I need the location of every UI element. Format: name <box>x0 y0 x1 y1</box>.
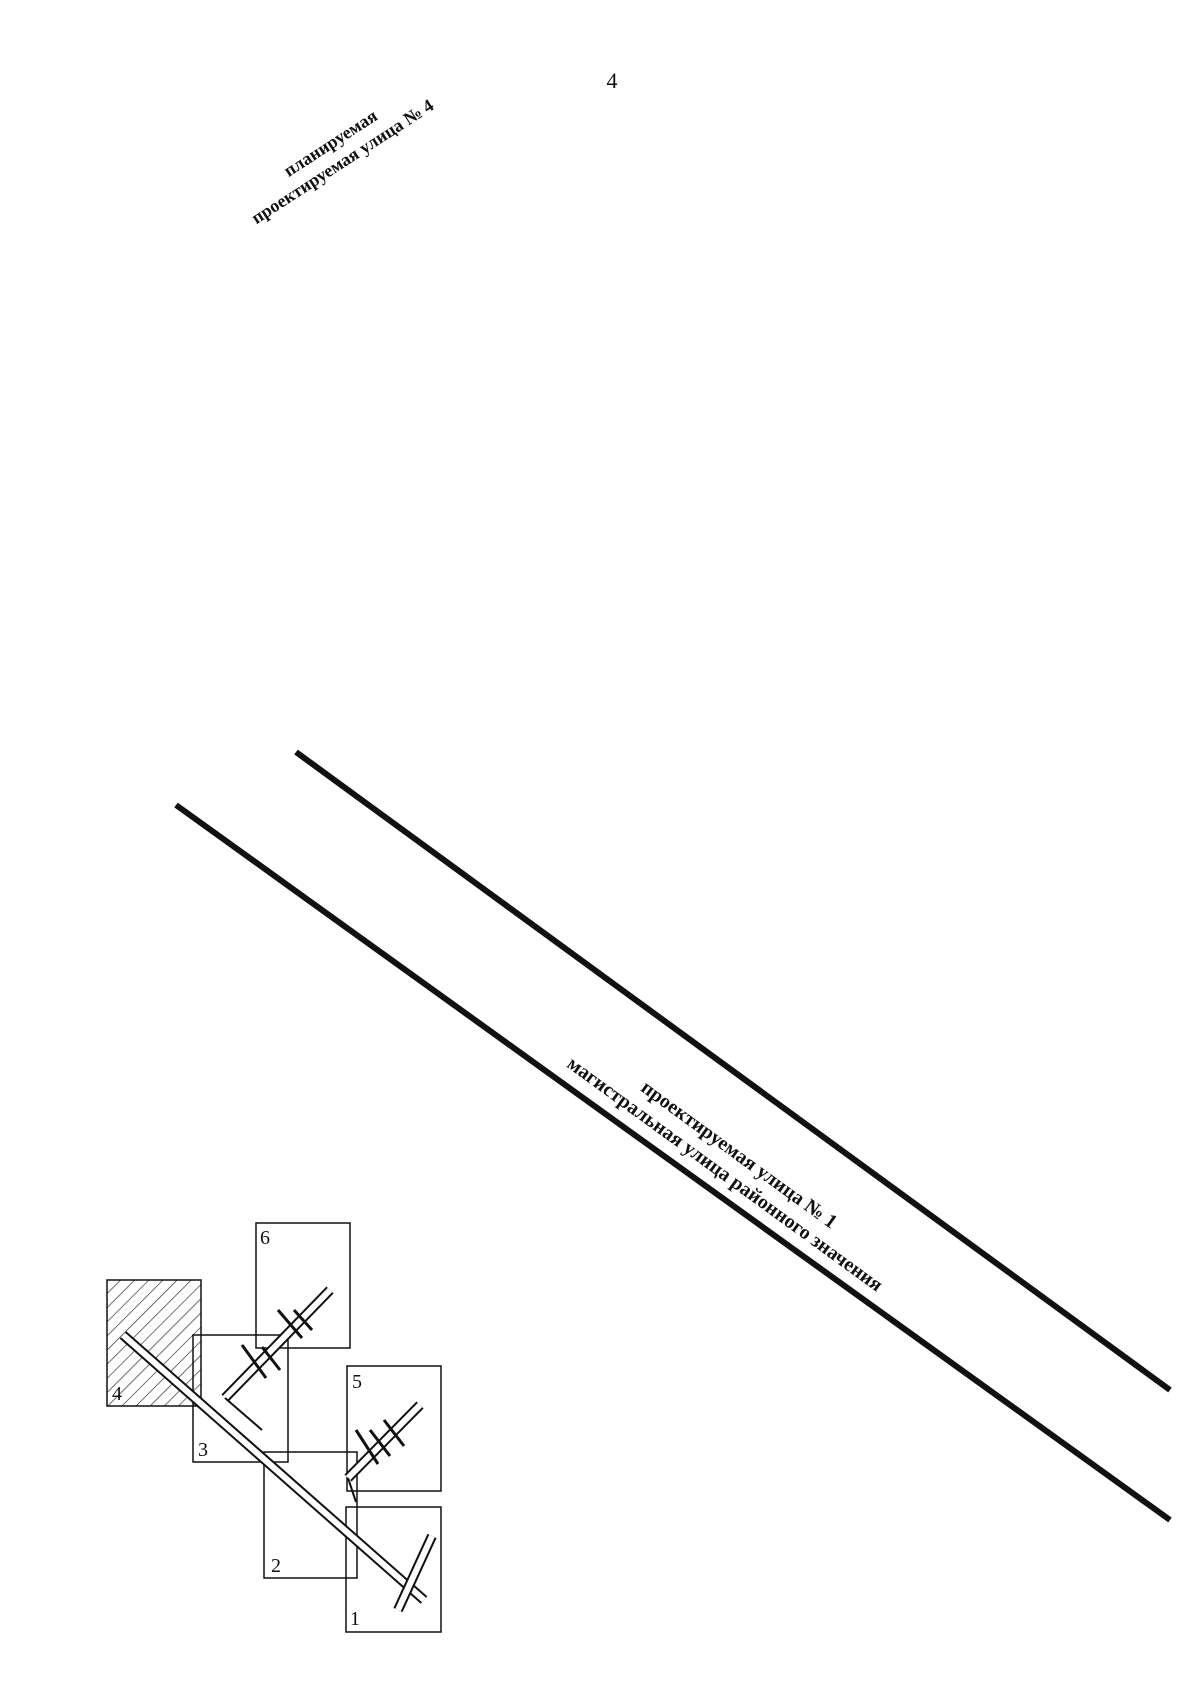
crossing-tick <box>368 1429 392 1457</box>
crossing-tick <box>292 1308 314 1332</box>
plot-6 <box>255 1222 351 1349</box>
branch-road-5-fill <box>345 1402 423 1481</box>
plot-2-label: 2 <box>271 1555 281 1577</box>
street-1-lower-boundary <box>174 802 1172 1523</box>
plot-3-label: 3 <box>198 1439 208 1461</box>
crossing-tick <box>240 1344 268 1379</box>
page-number: 4 <box>606 68 618 93</box>
branch-road-6-fill <box>222 1287 333 1401</box>
plot-6-label: 6 <box>260 1227 270 1249</box>
access-road-fill <box>121 1332 426 1603</box>
plot-5 <box>346 1365 442 1492</box>
branch-road-6-foot <box>224 1397 263 1431</box>
crossing-tick <box>276 1309 304 1339</box>
crossing-tick <box>382 1419 406 1447</box>
plot-1-label: 1 <box>350 1608 360 1630</box>
plot-4-label: 4 <box>112 1383 122 1405</box>
access-road-end-fill <box>395 1534 435 1612</box>
crossing-tick <box>260 1346 282 1371</box>
plot-1 <box>345 1506 442 1633</box>
crossing-tick <box>354 1429 380 1465</box>
plot-2 <box>263 1451 358 1579</box>
street-1-upper-boundary <box>294 749 1172 1393</box>
branch-road-5-foot <box>347 1477 357 1503</box>
plot-5-label: 5 <box>352 1371 362 1393</box>
